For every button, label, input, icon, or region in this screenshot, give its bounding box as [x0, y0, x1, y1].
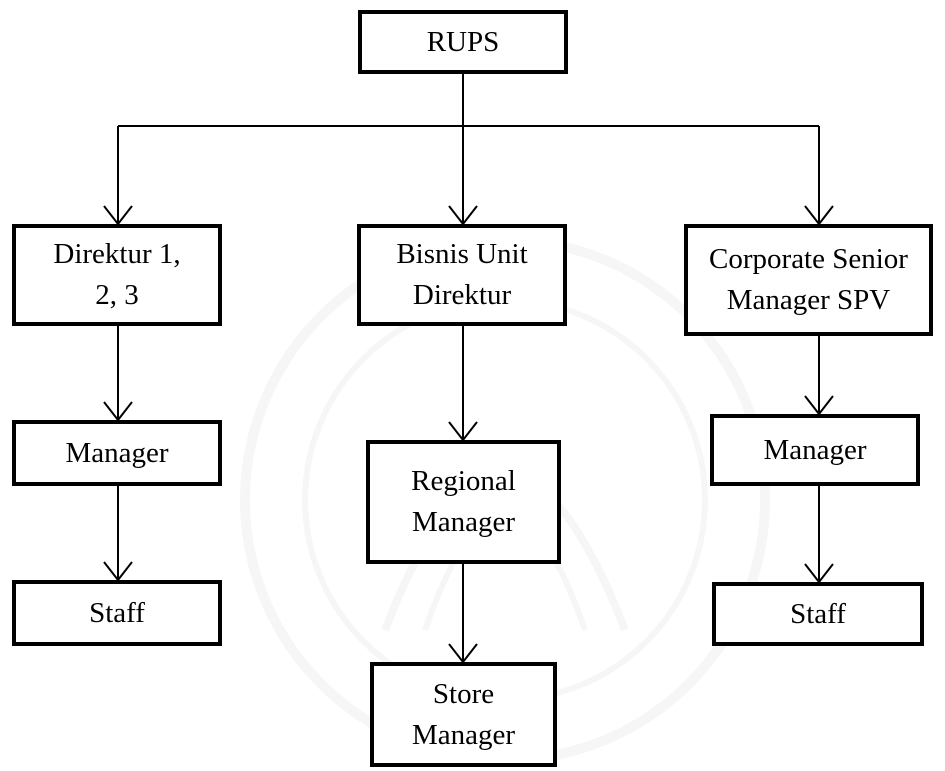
- node-bisnis-unit-line2: Direktur: [412, 279, 512, 311]
- node-store-manager: Store Manager: [370, 662, 557, 767]
- node-regional-line2: Manager: [411, 506, 516, 538]
- node-regional-line1: Regional: [411, 465, 516, 497]
- node-regional-manager: Regional Manager: [366, 440, 561, 564]
- node-store-line2: Manager: [411, 718, 516, 751]
- node-direktur-line2: 2, 3: [95, 279, 139, 311]
- node-manager-left: Manager: [12, 420, 222, 486]
- node-staff-right: Staff: [712, 582, 924, 646]
- node-rups: RUPS: [358, 10, 568, 74]
- node-manager-left-label: Manager: [65, 436, 169, 469]
- node-staff-right-label: Staff: [790, 597, 846, 630]
- node-rups-label: RUPS: [426, 25, 500, 58]
- node-corporate-line1: Corporate Senior: [709, 243, 908, 275]
- node-direktur: Direktur 1, 2, 3: [12, 224, 222, 326]
- node-direktur-line1: Direktur 1,: [53, 238, 181, 270]
- node-store-line1: Store: [432, 677, 495, 710]
- node-manager-right-label: Manager: [763, 433, 867, 466]
- node-corporate-line2: Manager SPV: [726, 284, 891, 316]
- node-corporate-senior-manager: Corporate Senior Manager SPV: [684, 224, 933, 336]
- node-staff-left-label: Staff: [89, 596, 145, 629]
- node-manager-right: Manager: [710, 414, 920, 486]
- node-bisnis-unit-line1: Bisnis Unit: [396, 238, 528, 270]
- node-staff-left: Staff: [12, 580, 222, 646]
- node-bisnis-unit-direktur: Bisnis Unit Direktur: [357, 224, 567, 326]
